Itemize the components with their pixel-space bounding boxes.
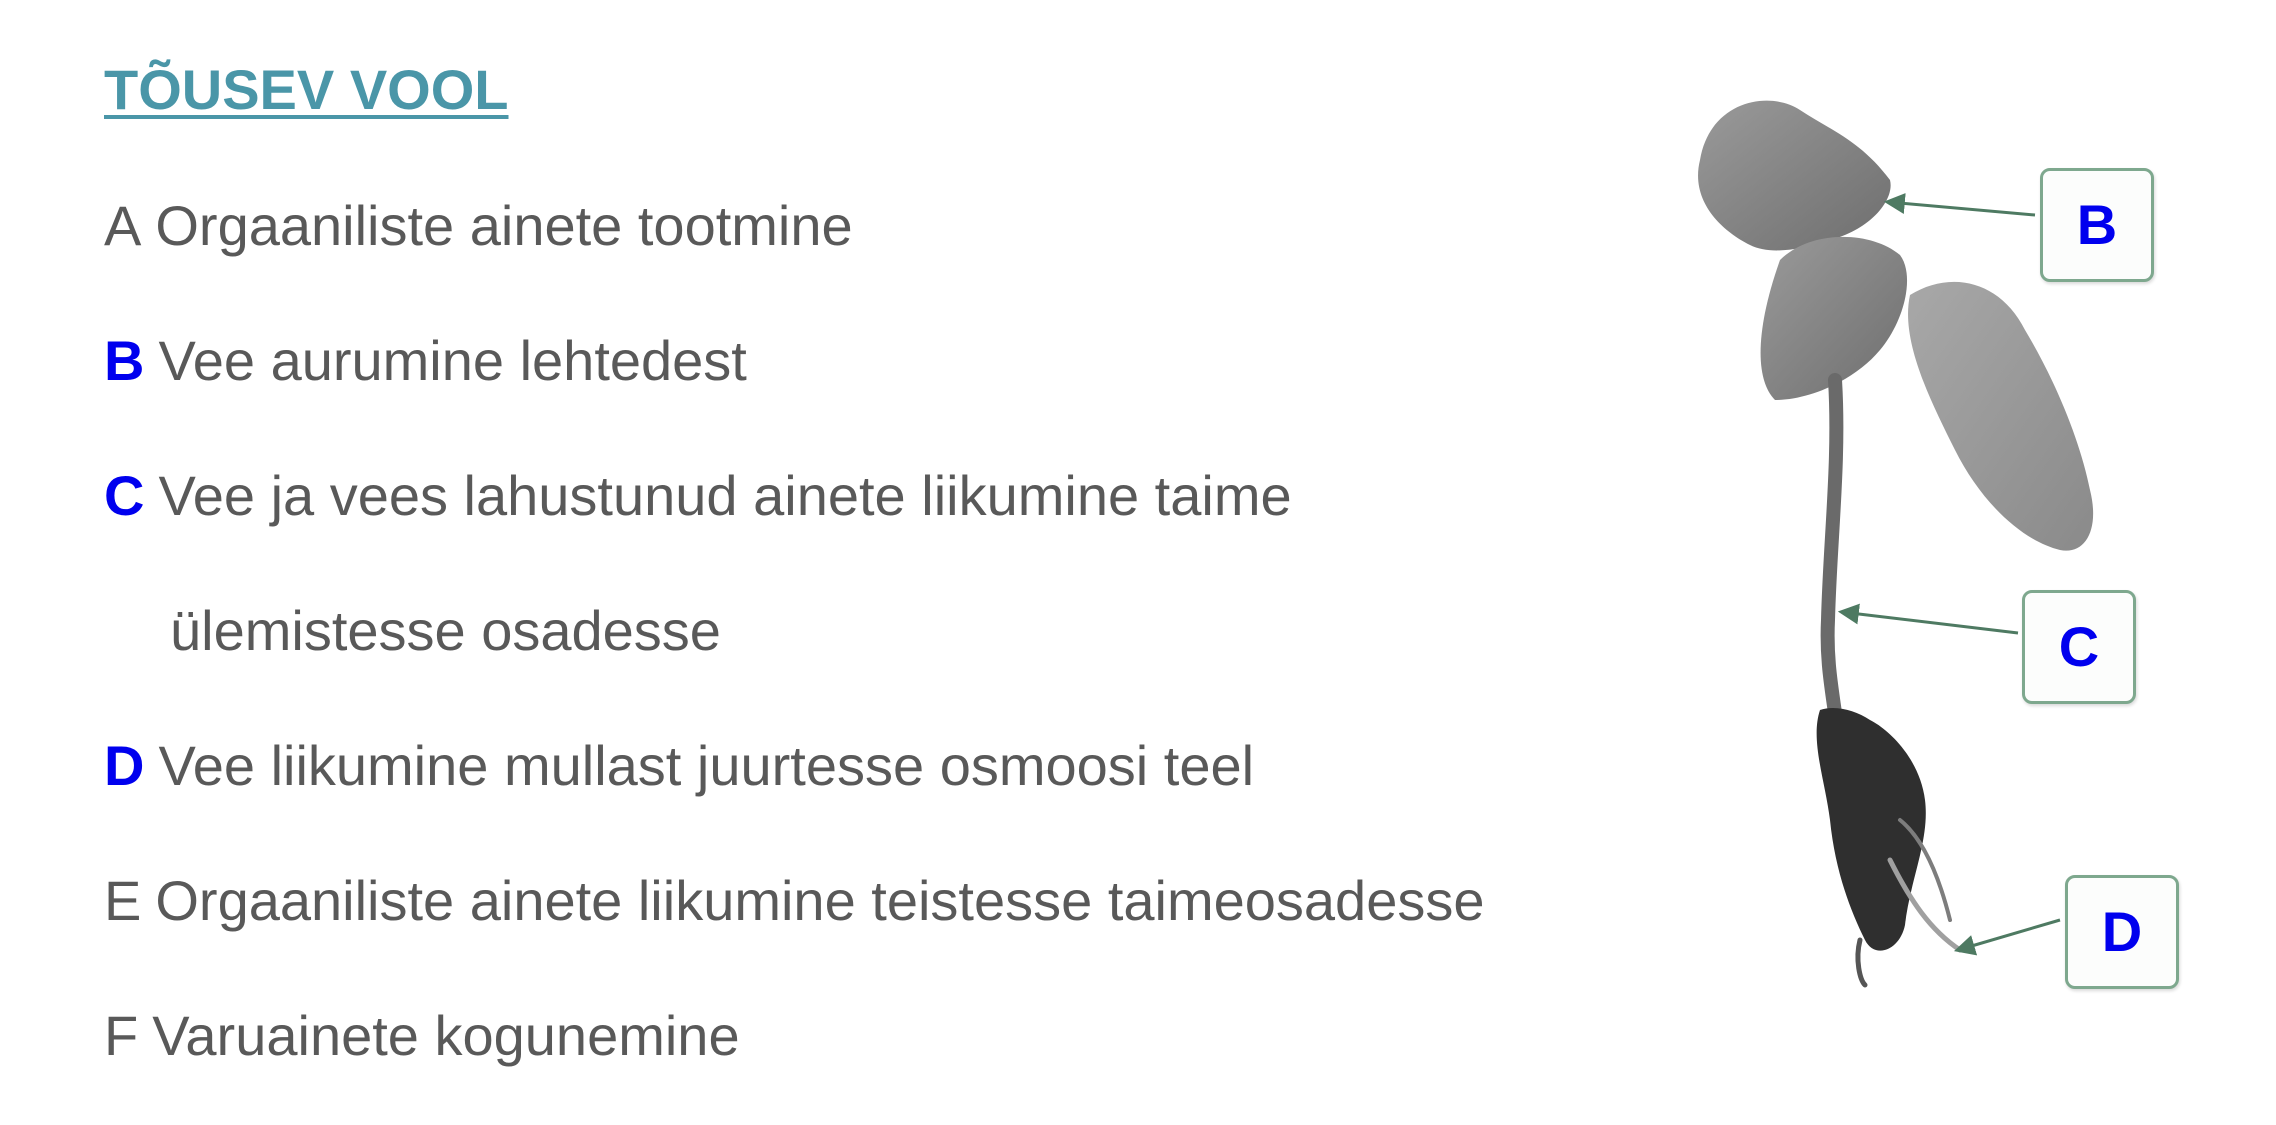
- item-text: Vee ja vees lahustunud ainete liikumine …: [158, 464, 1292, 527]
- top-leaf: [1698, 100, 1891, 251]
- plant-seedling-figure: B C D: [1660, 80, 2220, 1010]
- item-text: Vee liikumine mullast juurtesse osmoosi …: [158, 734, 1255, 797]
- item-text: Vee aurumine lehtedest: [158, 329, 747, 392]
- root-strand: [1887, 857, 1963, 953]
- root-strand: [1855, 937, 1868, 988]
- callout-c: C: [2022, 590, 2136, 704]
- left-leaf: [1760, 236, 1908, 400]
- item-text: Orgaaniliste ainete tootmine: [155, 194, 853, 257]
- arrow-d: [1953, 918, 2061, 956]
- item-text: Varuainete kogunemine: [152, 1004, 740, 1067]
- right-leaf: [1908, 281, 2094, 551]
- seedling-illustration: [1698, 100, 2094, 988]
- item-text-continuation: ülemistesse osadesse: [170, 599, 721, 662]
- arrow-b: [1883, 193, 2036, 217]
- item-letter: D: [104, 734, 145, 797]
- root-strand: [1898, 818, 1952, 922]
- page-title: TÕUSEV VOOL: [104, 58, 509, 121]
- arrow-c: [1837, 603, 2019, 635]
- item-text: Orgaaniliste ainete liikumine teistesse …: [155, 869, 1485, 932]
- item-letter: F: [104, 1004, 139, 1067]
- list-item-c-continuation: ülemistesse osadesse: [104, 595, 721, 667]
- item-letter: B: [104, 329, 145, 392]
- stem: [1820, 373, 1844, 727]
- root-mass: [1816, 708, 1926, 951]
- item-letter: E: [104, 869, 142, 932]
- item-letter: A: [104, 194, 142, 257]
- item-letter: C: [104, 464, 145, 527]
- callout-d: D: [2065, 875, 2179, 989]
- callout-b: B: [2040, 168, 2154, 282]
